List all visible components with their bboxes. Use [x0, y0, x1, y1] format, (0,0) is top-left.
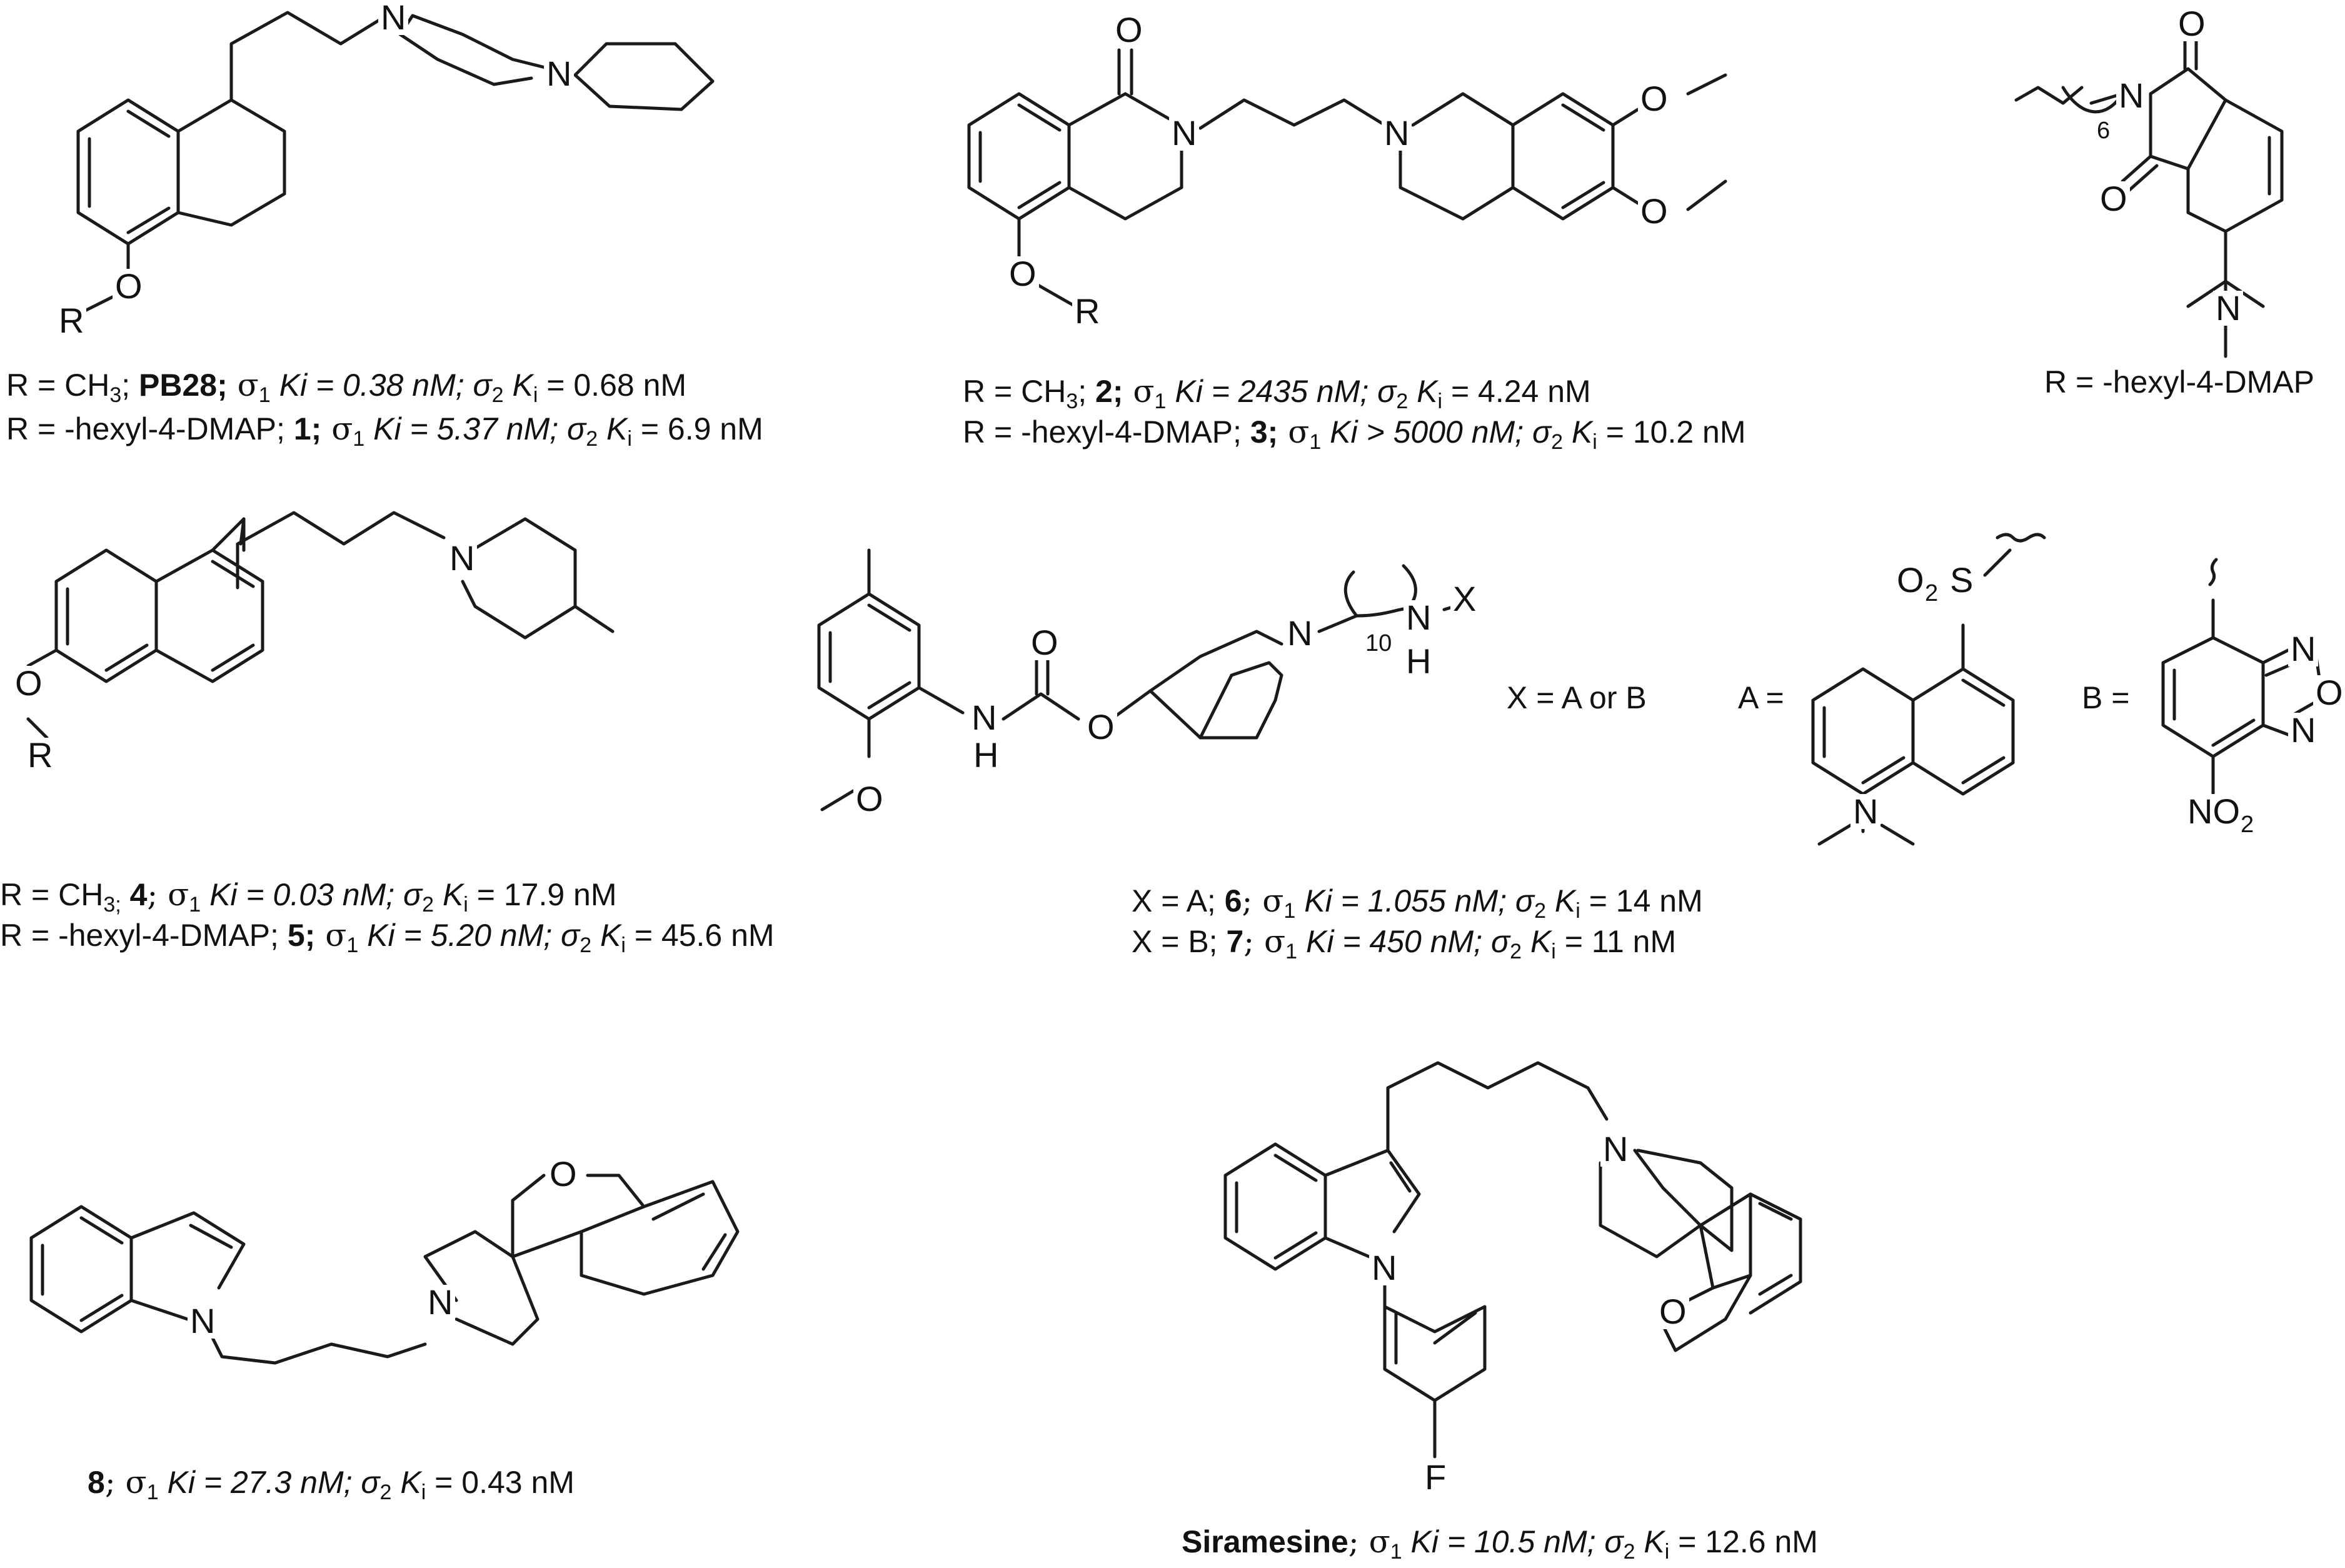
atom-x: X — [1450, 581, 1479, 616]
atom-r: R — [25, 738, 56, 773]
atom-count: 6 — [2097, 118, 2111, 144]
atom-o: O — [1894, 563, 1927, 598]
atom-o: O — [1085, 710, 1117, 745]
atom-n: N — [2288, 631, 2319, 666]
atom-o: O — [1007, 256, 1039, 291]
atom-s: S — [1947, 563, 1976, 598]
label-r-hexyl: R = -hexyl-4-DMAP — [2044, 364, 2315, 400]
atom-n: N — [447, 541, 478, 576]
atom-sub: 2 — [2241, 812, 2254, 838]
atom-f: F — [1422, 1460, 1449, 1495]
atom-n: N — [1285, 616, 1315, 651]
atom-r: R — [1072, 294, 1103, 329]
molecule-pb28 — [73, 11, 715, 318]
atom-o: O — [1638, 81, 1670, 116]
molecule-2 — [967, 48, 1727, 308]
atom-o: O — [2313, 675, 2345, 710]
caption-2: R = CH3; 2; σ1 Ki = 2435 nM; σ2 Ki = 4.2… — [963, 373, 1591, 413]
atom-o: O — [853, 781, 886, 817]
atom-n: N — [1600, 1132, 1631, 1167]
atom-n: N — [544, 56, 575, 91]
atom-o: O — [2097, 181, 2130, 216]
atom-no2: NO — [2185, 794, 2242, 829]
atom-n: N — [2213, 291, 2244, 326]
atom-n: N — [1850, 794, 1881, 829]
caption-pb28: R = CH3; PB28; σ1 Ki = 0.38 nM; σ2 Ki = … — [6, 367, 687, 407]
atom-n: N — [2116, 78, 2147, 113]
caption-7: X = B; 7; σ1 Ki = 450 nM; σ2 Ki = 11 nM — [1132, 923, 1677, 963]
label-a-eq: A = — [1738, 680, 1784, 715]
atom-sub: 2 — [1925, 580, 1939, 606]
caption-siramesine: Siramesine; σ1 Ki = 10.5 nM; σ2 Ki = 12.… — [1182, 1524, 1818, 1564]
atom-n: N — [188, 1304, 218, 1339]
atom-o: O — [1113, 13, 1145, 48]
atom-h: H — [1406, 641, 1432, 681]
molecule-8 — [29, 1173, 740, 1365]
atom-n: N — [2288, 713, 2319, 748]
atom-n: N — [1382, 116, 1412, 151]
molecule-6 — [817, 548, 1477, 812]
atom-n: N — [1169, 116, 1200, 151]
atom-o: O — [2176, 6, 2208, 41]
caption-8: 8; σ1 Ki = 27.3 nM; σ2 Ki = 0.43 nM — [88, 1464, 575, 1504]
molecule-siramesine — [1223, 1061, 1802, 1459]
caption-6: X = A; 6; σ1 Ki = 1.055 nM; σ2 Ki = 14 n… — [1132, 883, 1703, 923]
atom-o: O — [1638, 194, 1670, 229]
atom-nh: N — [1403, 600, 1434, 635]
atom-h: H — [973, 735, 999, 775]
caption-4: R = CH3; 4; σ1 Ki = 0.03 nM; σ2 Ki = 17.… — [0, 877, 617, 917]
caption-1: R = -hexyl-4-DMAP; 1; σ1 Ki = 5.37 nM; σ… — [6, 411, 763, 451]
label-x-a-or-b: X = A or B — [1507, 680, 1647, 715]
atom-o: O — [1657, 1294, 1689, 1329]
caption-5: R = -hexyl-4-DMAP; 5; σ1 Ki = 5.20 nM; σ… — [0, 917, 775, 957]
label-b-eq: B = — [2082, 680, 2130, 715]
atom-n: N — [378, 0, 409, 35]
atom-o: O — [113, 269, 145, 304]
atom-count: 10 — [1365, 630, 1392, 656]
atom-o: O — [1028, 625, 1061, 660]
atom-n: N — [425, 1285, 456, 1320]
atom-n: N — [1369, 1250, 1400, 1285]
atom-n: N — [969, 700, 1000, 735]
caption-3: R = -hexyl-4-DMAP; 3; σ1 Ki > 5000 nM; σ… — [963, 414, 1746, 454]
atom-r: R — [56, 303, 87, 338]
molecule-4 — [26, 511, 615, 740]
atom-o: O — [13, 666, 45, 701]
atom-o: O — [547, 1157, 580, 1192]
fragment-b — [2161, 558, 2321, 796]
